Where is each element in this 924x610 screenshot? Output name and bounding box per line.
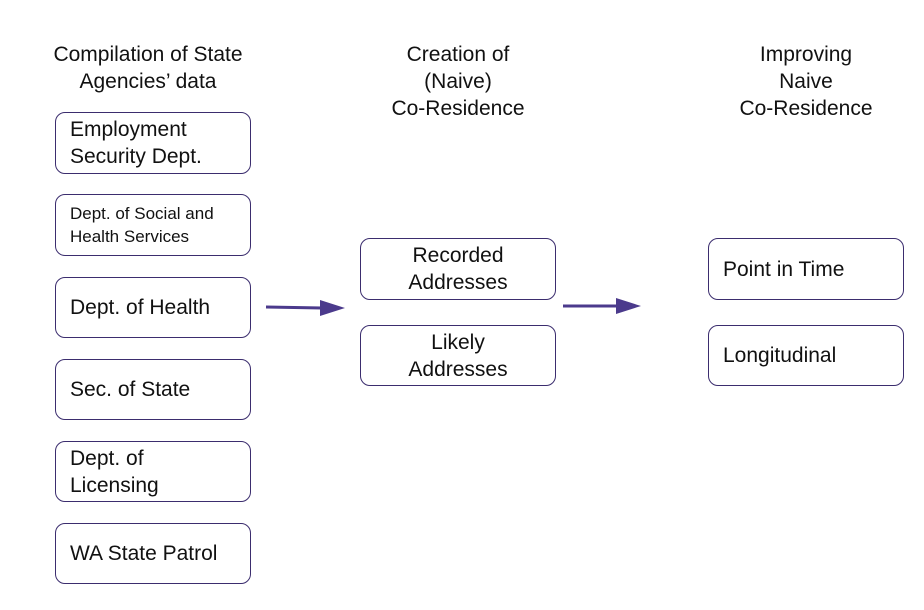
agency-box-employment-security: Employment Security Dept. [55,112,251,174]
method-label: Longitudinal [723,344,837,367]
arrow-compilation-to-creation [265,300,345,316]
improving-column-title: Improving Naive Co-Residence [739,43,873,120]
agency-label: WA State Patrol [70,542,218,565]
address-label: Recorded Addresses [408,244,508,294]
longitudinal-box: Longitudinal [708,325,904,386]
point-in-time-box: Point in Time [708,238,904,300]
agency-box-social-health-services: Dept. of Social and Health Services [55,194,251,256]
agency-label: Dept. of Licensing [70,446,159,497]
likely-addresses-box: Likely Addresses [360,325,556,386]
agency-box-secretary-of-state: Sec. of State [55,359,251,420]
method-label: Point in Time [723,257,845,281]
agency-label: Dept. of Health [70,296,211,319]
creation-column-title: Creation of (Naive) Co-Residence [391,43,525,120]
agency-box-health: Dept. of Health [55,277,251,338]
agency-box-state-patrol: WA State Patrol [55,523,251,584]
agency-label: Employment Security Dept. [70,118,202,168]
recorded-addresses-box: Recorded Addresses [360,238,556,300]
address-label: Likely Addresses [408,330,508,381]
arrow-creation-to-improving [563,298,641,314]
compilation-column-title: Compilation of State Agencies’ data [53,43,243,93]
agency-label: Sec. of State [70,378,191,401]
agency-label: Dept. of Social and Health Services [70,204,214,246]
agency-box-licensing: Dept. of Licensing [55,441,251,502]
